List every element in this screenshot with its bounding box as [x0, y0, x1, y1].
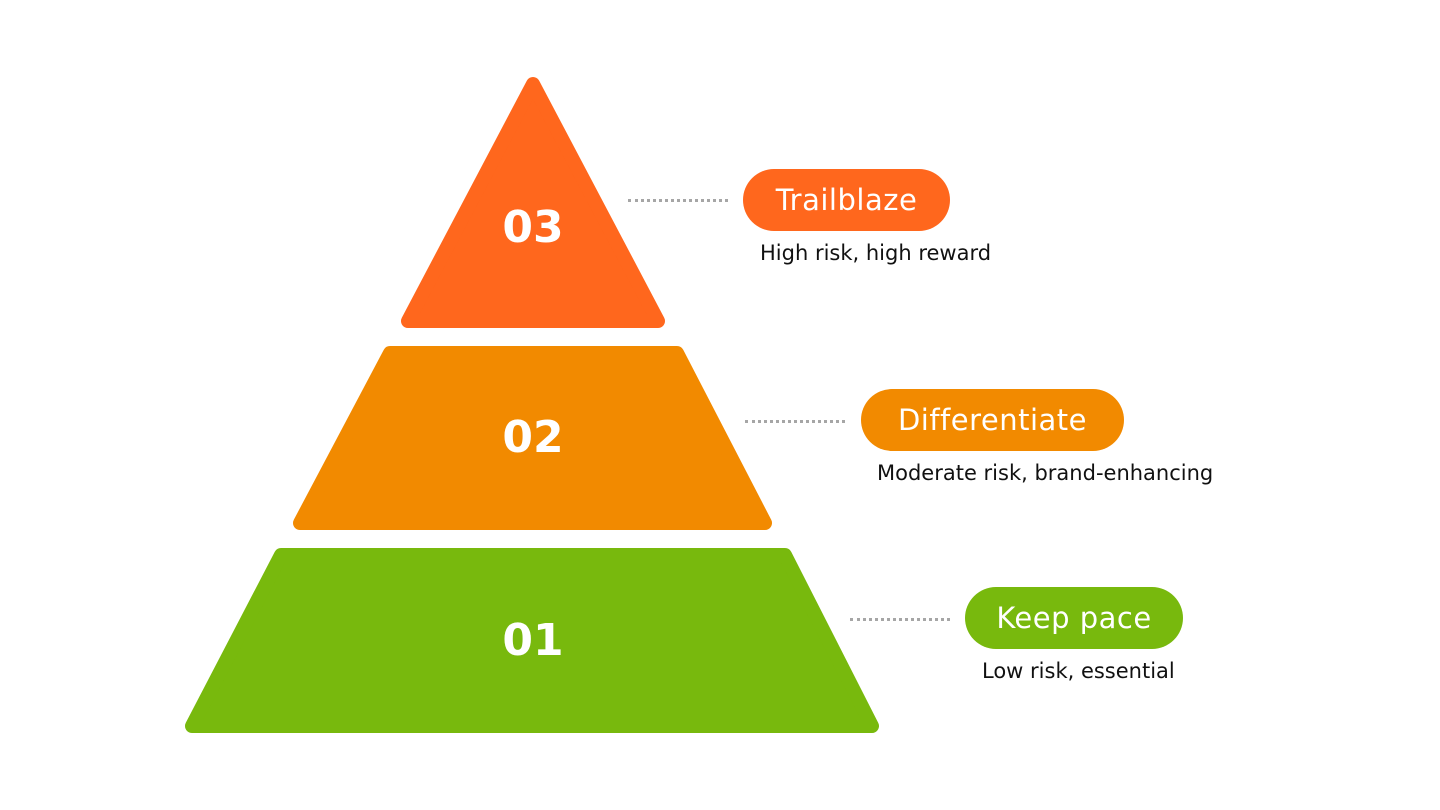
tier-3-number: 03: [502, 202, 564, 253]
tier-2-number: 02: [502, 412, 564, 463]
pyramid-tier-1: [185, 548, 879, 733]
tier-1-number: 01: [502, 615, 564, 666]
tier-1-description: Low risk, essential: [982, 659, 1175, 683]
tier-2-connector: [745, 420, 845, 423]
tier-3-label: Trailblaze: [743, 169, 950, 231]
tier-1-connector: [850, 618, 950, 621]
pyramid-tier-3: [401, 77, 665, 328]
pyramid-tier-2: [293, 346, 772, 530]
tier-1-label: Keep pace: [965, 587, 1183, 649]
tier-2-label: Differentiate: [861, 389, 1124, 451]
tier-3-description: High risk, high reward: [760, 241, 992, 265]
tier-2-description: Moderate risk, brand-enhancing: [877, 461, 1214, 485]
tier-3-connector: [628, 199, 728, 202]
